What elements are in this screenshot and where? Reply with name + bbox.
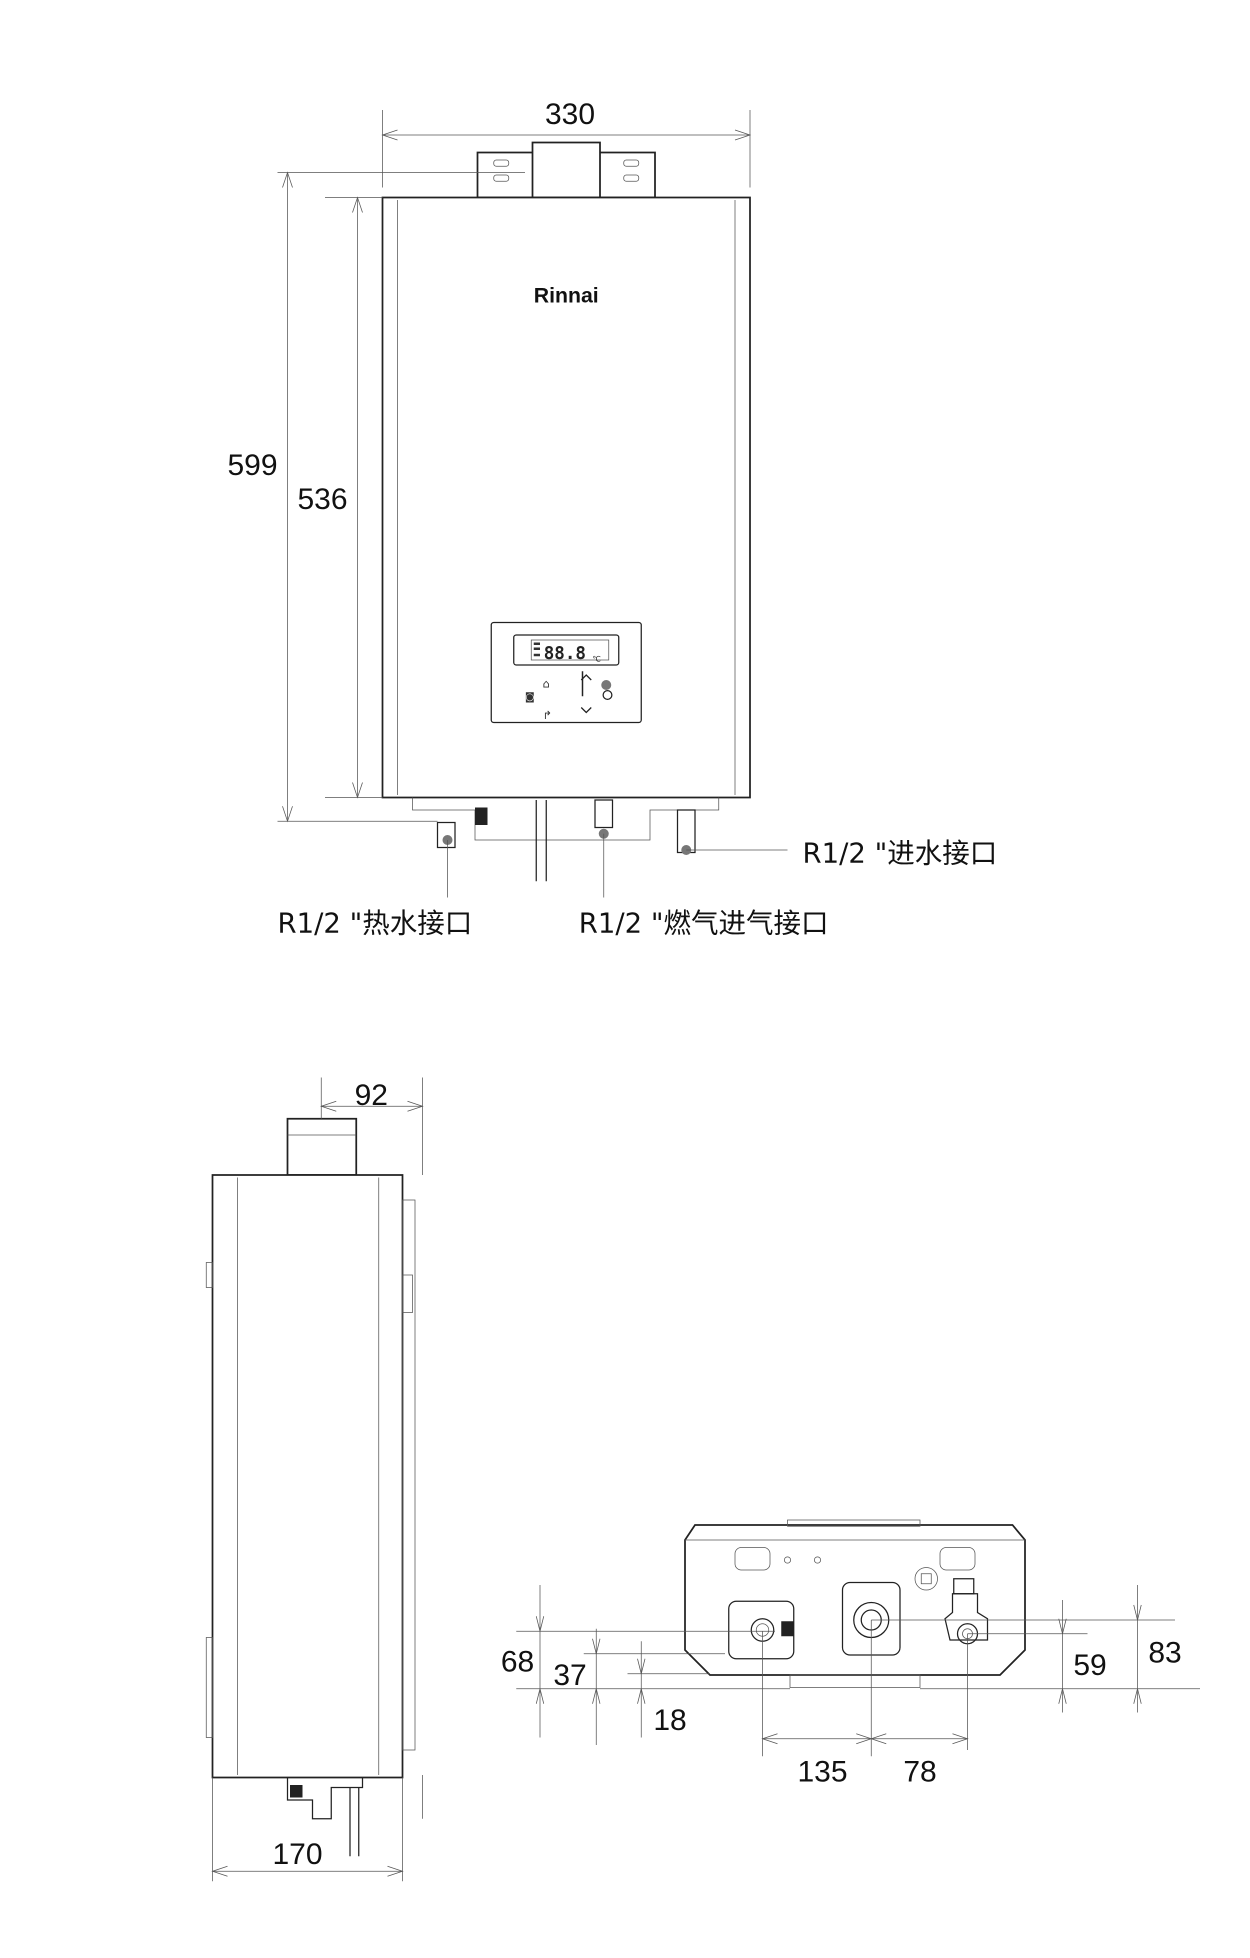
control-panel: 88.8 ℃ ⌂ ◙ ↱ bbox=[490, 621, 642, 724]
total-height-dimension: 599 bbox=[227, 449, 277, 482]
gas-inlet-label: R1/2 "燃气进气接口 bbox=[579, 908, 829, 940]
bottom-view: 68 37 18 59 83 135 78 bbox=[501, 1519, 1200, 1788]
power-icon[interactable] bbox=[602, 689, 613, 700]
power-indicator bbox=[601, 680, 612, 690]
hot-water-fitting bbox=[436, 821, 456, 849]
side-body bbox=[211, 1174, 404, 1779]
brand-logo: Rinnai bbox=[534, 284, 599, 308]
gas-fitting bbox=[594, 799, 614, 829]
flue-offset-dimension: 92 bbox=[355, 1079, 388, 1112]
dim-68: 68 bbox=[501, 1645, 534, 1678]
temperature-down-icon[interactable] bbox=[580, 707, 592, 714]
hot-water-outlet-label: R1/2 "热水接口 bbox=[278, 908, 473, 940]
cold-water-connection bbox=[944, 1593, 989, 1641]
dim-59: 59 bbox=[1073, 1649, 1106, 1682]
width-dimension: 330 bbox=[545, 98, 595, 131]
dim-37: 37 bbox=[553, 1659, 586, 1692]
dim-83: 83 bbox=[1148, 1637, 1181, 1670]
eco-icon[interactable]: ◙ bbox=[525, 692, 535, 703]
flue-outlet bbox=[531, 141, 601, 199]
temperature-unit: ℃ bbox=[593, 654, 601, 663]
faucet-icon[interactable]: ↱ bbox=[543, 709, 552, 722]
dim-135: 135 bbox=[797, 1755, 847, 1788]
cold-water-inlet-label: R1/2 "进水接口 bbox=[803, 838, 998, 870]
side-view: 92 170 bbox=[205, 1077, 424, 1882]
dim-78: 78 bbox=[903, 1755, 936, 1788]
bath-icon[interactable]: ⌂ bbox=[543, 678, 550, 691]
temperature-up-icon[interactable] bbox=[580, 674, 592, 681]
depth-dimension: 170 bbox=[272, 1838, 322, 1871]
front-view: Rinnai 88.8 ℃ ⌂ ◙ ↱ R1/2 "进水接口 bbox=[227, 98, 997, 940]
heater-body bbox=[381, 196, 751, 799]
body-height-dimension: 536 bbox=[297, 483, 347, 516]
temperature-display: 88.8 bbox=[544, 644, 586, 664]
side-flue bbox=[286, 1117, 358, 1176]
dim-18: 18 bbox=[653, 1704, 686, 1737]
bottom-body bbox=[684, 1524, 1026, 1676]
